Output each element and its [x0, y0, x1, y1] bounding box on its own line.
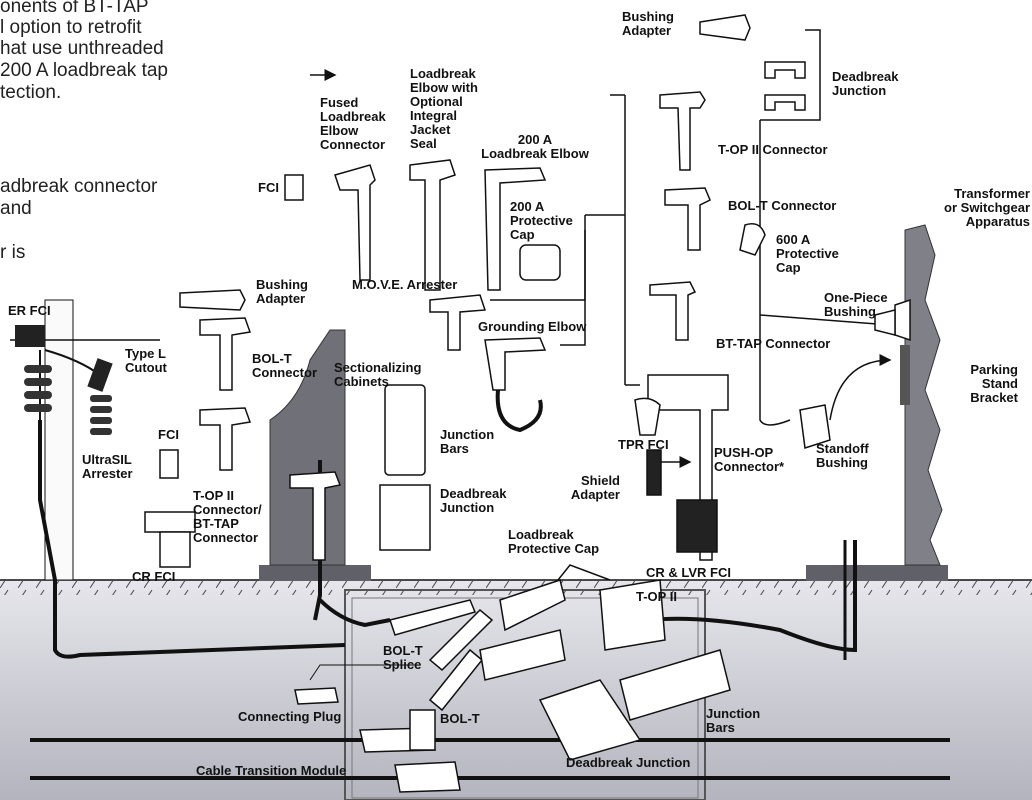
intro-line-8: r is — [0, 242, 26, 263]
label-t-op-ii-bt-tap: T-OP II Connector/ BT-TAP Connector — [193, 488, 262, 545]
label-bol-t-connector-right: BOL-T Connector — [728, 198, 837, 213]
component-bushing-adapter-left — [179, 289, 246, 311]
label-bt-tap-connector: BT-TAP Connector — [716, 336, 831, 351]
label-cable-transition-module: Cable Transition Module — [196, 763, 347, 778]
label-one-piece-bushing: One-Piece Bushing — [824, 290, 888, 319]
component-cable-transition — [359, 709, 461, 793]
component-one-piece-bushing — [874, 298, 911, 342]
intro-line-5: tection. — [0, 82, 62, 103]
component-cabinet-elbow — [289, 471, 342, 561]
label-loadbreak-protective-cap: Loadbreak Protective Cap — [508, 527, 600, 556]
component-standoff-bushing — [799, 404, 831, 449]
right-pad — [806, 565, 948, 581]
label-fci-left: FCI — [158, 427, 179, 442]
intro-line-1: onents of BT-TAP — [0, 0, 149, 17]
label-deadbreak-junction-top: Deadbreak Junction — [832, 69, 899, 98]
label-fused-elbow: Fused Loadbreak Elbow Connector — [320, 95, 386, 152]
label-ultrasil-arrester: UltraSIL Arrester — [82, 452, 133, 481]
label-cr-fci: CR FCI — [132, 569, 176, 584]
component-grounding-elbow — [484, 337, 547, 433]
label-junction-bars-underground: Junction Bars — [706, 706, 761, 735]
bus-right — [759, 120, 791, 426]
component-move-arrester — [429, 294, 487, 351]
insulator-stack — [24, 365, 52, 412]
component-elbows-column — [634, 91, 729, 561]
intro-line-6: adbreak connector — [0, 176, 158, 197]
component-connecting-plug — [294, 687, 339, 705]
label-shield-adapter: Shield Adapter — [570, 473, 620, 502]
component-underground-junctions — [538, 649, 731, 761]
label-sectionalizing-cabinets: Sectionalizing Cabinets — [334, 360, 422, 389]
component-loadbreak-elbow-200 — [484, 167, 547, 291]
label-tpr-fci: TPR FCI — [618, 437, 669, 452]
label-bol-t-underground: BOL-T — [440, 711, 480, 726]
label-t-op-ii-underground: T-OP II — [636, 589, 677, 604]
label-loadbreak-elbow-seal: Loadbreak Elbow with Optional Integral J… — [410, 66, 478, 151]
cabinet-shape — [269, 329, 346, 566]
label-er-fci: ER FCI — [8, 303, 51, 318]
label-bol-t-splice: BOL-T Splice — [383, 643, 423, 672]
type-l-cutout-shape — [87, 358, 113, 392]
component-bt-tap-left — [144, 511, 196, 568]
label-grounding-elbow: Grounding Elbow — [478, 319, 587, 334]
label-deadbreak-junction-mid: Deadbreak Junction — [440, 486, 507, 515]
component-t-op-left — [159, 407, 252, 479]
component-bushing-adapter-top — [699, 14, 751, 41]
parking-stand-plate — [900, 345, 910, 405]
intro-line-7: and — [0, 198, 32, 219]
ultrasil-stack — [90, 395, 112, 435]
component-junction-bars-mid — [384, 384, 426, 476]
label-bushing-adapter-left: Bushing Adapter — [256, 277, 308, 306]
label-connecting-plug: Connecting Plug — [238, 709, 342, 724]
component-cap-200 — [519, 244, 561, 281]
intro-line-4: 200 A loadbreak tap — [0, 60, 168, 81]
label-protective-cap-600: 600 A Protective Cap — [776, 232, 839, 275]
label-parking-stand: Parking Stand Bracket — [970, 362, 1018, 405]
component-cap-600 — [739, 223, 766, 256]
component-deadbreak-junction-mid — [379, 484, 431, 551]
label-transformer: Transformer or Switchgear Apparatus — [944, 186, 1030, 229]
label-junction-bars-mid: Junction Bars — [440, 427, 495, 456]
label-fci-top: FCI — [258, 180, 279, 195]
label-type-l-cutout: Type L Cutout — [125, 346, 167, 375]
label-t-op-ii-connector: T-OP II Connector — [718, 142, 828, 157]
intro-line-2: l option to retrofit — [0, 17, 142, 38]
label-standoff-bushing: Standoff Bushing — [816, 441, 869, 470]
left-pad — [259, 565, 371, 581]
label-loadbreak-elbow-200: 200 A Loadbreak Elbow — [481, 132, 589, 161]
label-protective-cap-200: 200 A Protective Cap — [510, 199, 573, 242]
label-bol-t-connector-left: BOL-T Connector — [252, 351, 317, 380]
label-deadbreak-junction-underground: Deadbreak Junction — [566, 755, 691, 770]
label-cr-lvr-fci: CR & LVR FCI — [646, 565, 731, 580]
label-bushing-adapter-top: Bushing Adapter — [622, 9, 674, 38]
component-loadbreak-elbow-seal — [409, 159, 456, 291]
component-deadbreak-junction-top — [764, 61, 806, 111]
component-fused-elbow — [284, 164, 376, 281]
component-underground-splices — [389, 579, 666, 712]
intro-line-3: hat use unthreaded — [0, 38, 164, 59]
transformer-wall — [904, 224, 943, 566]
ground-hatch — [0, 581, 1032, 595]
label-move-arrester: M.O.V.E. Arrester — [352, 277, 458, 292]
component-bol-t-left — [199, 317, 252, 391]
utility-pole — [44, 299, 74, 581]
label-push-op: PUSH-OP Connector* — [714, 445, 785, 474]
